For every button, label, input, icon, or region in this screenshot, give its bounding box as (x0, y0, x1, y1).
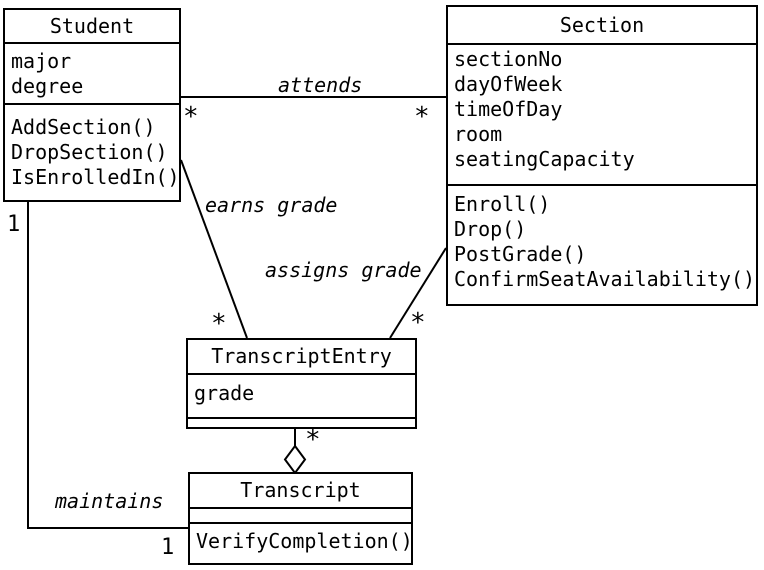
class-section: Section sectionNo dayOfWeek timeOfDay ro… (446, 5, 758, 306)
earns-grade-association-label: earns grade (205, 193, 338, 217)
class-student: Student major degree AddSection() DropSe… (3, 8, 181, 202)
maintains-transcript-multiplicity: 1 (161, 535, 175, 560)
maintains-association-line (27, 202, 188, 529)
method-item: DropSection() (11, 140, 168, 164)
class-transcript-attributes-empty (190, 507, 411, 522)
attribute-item: sectionNo (454, 47, 563, 71)
class-transcript-entry: TranscriptEntry grade (186, 338, 417, 429)
aggregation-diamond-icon (283, 444, 307, 475)
attribute-item: major (11, 49, 72, 73)
attends-student-multiplicity: * (183, 102, 199, 132)
class-transcript-methods: VerifyCompletion() (190, 522, 411, 563)
method-item: IsEnrolledIn() (11, 165, 179, 189)
class-student-attributes: major degree (5, 42, 179, 103)
assigns-grade-association-line (389, 247, 447, 339)
method-item: ConfirmSeatAvailability() (454, 267, 756, 291)
class-student-title: Student (49, 14, 135, 38)
assigns-grade-association-label: assigns grade (265, 258, 422, 282)
method-item: VerifyCompletion() (196, 529, 411, 553)
aggregation-multiplicity: * (305, 425, 321, 455)
attribute-item: degree (11, 74, 84, 98)
assigns-grade-multiplicity: * (410, 308, 426, 338)
attribute-item: room (454, 122, 503, 146)
class-transcript: Transcript VerifyCompletion() (188, 472, 413, 565)
method-item: PostGrade() (454, 242, 587, 266)
class-transcript-entry-methods-empty (188, 417, 415, 427)
method-item: Drop() (454, 217, 527, 241)
class-transcript-entry-title: TranscriptEntry (211, 344, 392, 368)
class-section-attributes: sectionNo dayOfWeek timeOfDay room seati… (448, 43, 756, 184)
maintains-student-multiplicity: 1 (7, 212, 21, 237)
attribute-item: dayOfWeek (454, 72, 563, 96)
attends-association-label: attends (278, 73, 363, 97)
earns-grade-association-line (180, 159, 248, 339)
maintains-association-label: maintains (55, 489, 164, 513)
class-section-title: Section (559, 13, 645, 37)
class-transcript-entry-attributes: grade (188, 373, 415, 417)
attends-section-multiplicity: * (414, 102, 430, 132)
earns-grade-multiplicity: * (211, 309, 227, 339)
method-item: AddSection() (11, 115, 156, 139)
method-item: Enroll() (454, 192, 551, 216)
attribute-item: seatingCapacity (454, 147, 635, 171)
class-transcript-title: Transcript (240, 478, 361, 502)
attribute-item: grade (194, 381, 255, 405)
class-section-methods: Enroll() Drop() PostGrade() ConfirmSeatA… (448, 184, 756, 304)
class-student-methods: AddSection() DropSection() IsEnrolledIn(… (5, 103, 179, 200)
attribute-item: timeOfDay (454, 97, 563, 121)
